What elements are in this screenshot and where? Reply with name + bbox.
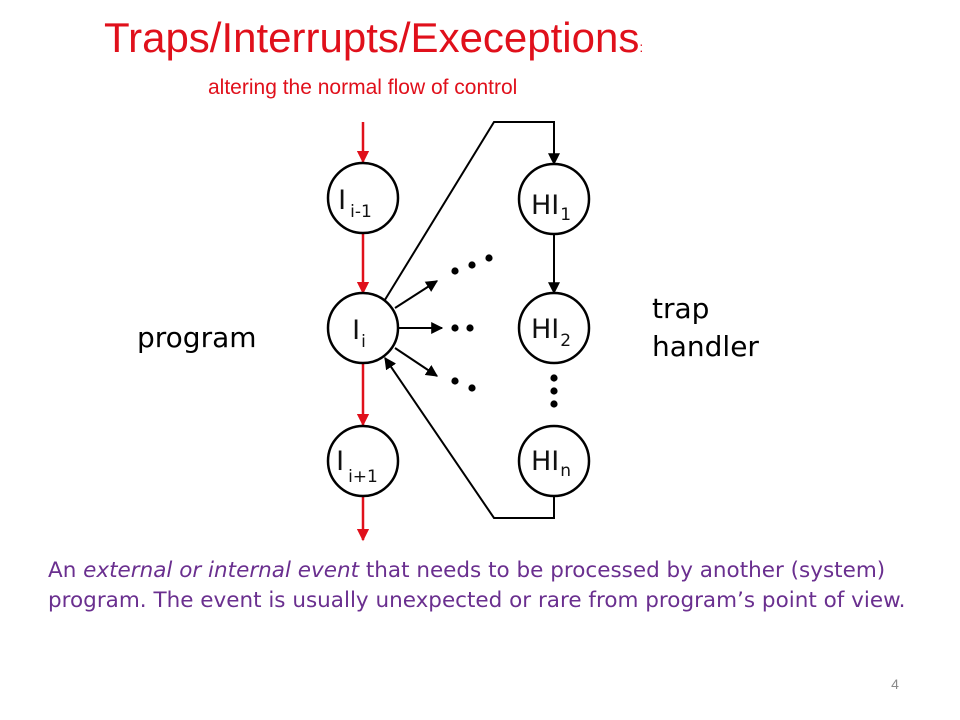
ellipsis-dots-vertical bbox=[550, 374, 558, 408]
trap-handler-label-line2: handler bbox=[652, 330, 759, 363]
node-label-base: I bbox=[338, 185, 346, 216]
trap-handler-label-line1: trap bbox=[652, 292, 709, 325]
ellipsis-dots-lower bbox=[451, 377, 476, 392]
node-label-subscript: 1 bbox=[560, 205, 571, 225]
node-label-base: I bbox=[336, 446, 344, 477]
page-number: 4 bbox=[891, 676, 899, 692]
branch-arrow-up bbox=[394, 280, 439, 309]
description-rest: that needs to be processed by another (s… bbox=[48, 558, 906, 613]
node-label-subscript: i+1 bbox=[348, 467, 378, 487]
ellipsis-dots-upper bbox=[451, 254, 493, 275]
node-label-base: HI bbox=[531, 446, 559, 477]
svg-text:Ii-1: Ii-1 bbox=[338, 185, 372, 222]
program-label: program bbox=[137, 321, 257, 354]
node-label-base: HI bbox=[531, 190, 559, 221]
svg-text:HI1: HI1 bbox=[531, 190, 571, 225]
node-label-subscript: n bbox=[560, 461, 571, 481]
description-lead: An bbox=[48, 558, 84, 583]
svg-text:HI2: HI2 bbox=[531, 314, 571, 351]
node-label-subscript: 2 bbox=[560, 331, 571, 351]
slide-title: Traps/Interrupts/Execeptions: bbox=[104, 14, 643, 62]
trap-transfer-arrow bbox=[382, 121, 560, 304]
description-text: An external or internal event that needs… bbox=[48, 556, 928, 616]
node-label-subscript: i bbox=[361, 332, 366, 352]
node-hi-n: HIn bbox=[517, 424, 591, 498]
slide-subtitle: altering the normal flow of control bbox=[208, 76, 518, 99]
svg-text:Ii: Ii bbox=[352, 315, 366, 352]
slide-title-text: Traps/Interrupts/Execeptions bbox=[104, 14, 640, 61]
node-hi-2: HI2 bbox=[517, 291, 591, 365]
node-i: Ii bbox=[326, 291, 400, 365]
return-arrow bbox=[384, 357, 555, 519]
node-hi-1: HI1 bbox=[517, 162, 591, 236]
svg-text:Ii+1: Ii+1 bbox=[336, 446, 378, 487]
node-label-base: I bbox=[352, 315, 360, 346]
svg-text:HIn: HIn bbox=[531, 446, 571, 481]
node-label-base: HI bbox=[531, 314, 559, 345]
node-label-subscript: i-1 bbox=[350, 202, 372, 222]
description-emphasis: external or internal event bbox=[83, 558, 359, 583]
ellipsis-dots-middle bbox=[451, 324, 474, 332]
slide-title-colon: : bbox=[639, 39, 644, 55]
branch-arrow-down bbox=[394, 347, 438, 377]
